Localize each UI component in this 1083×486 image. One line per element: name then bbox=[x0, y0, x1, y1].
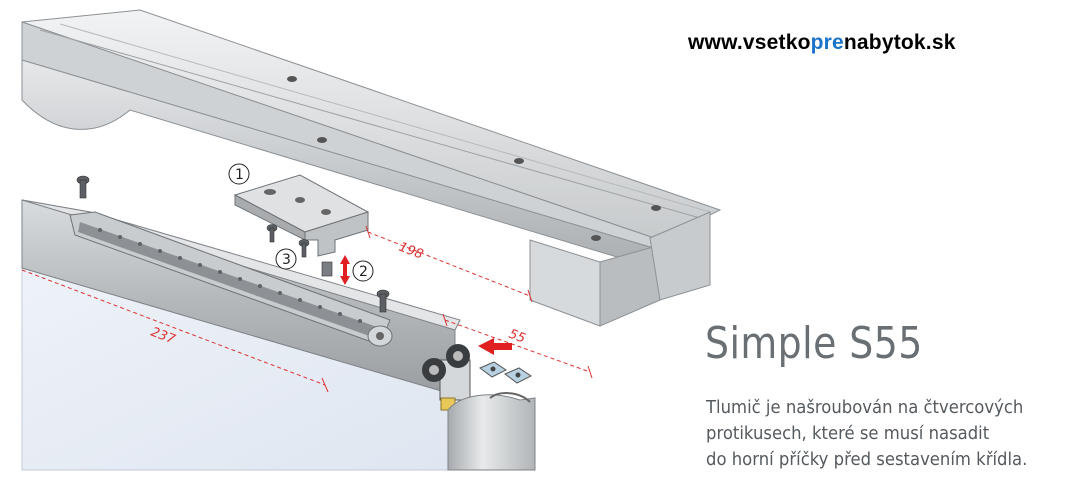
url-prefix: www.vsetko bbox=[688, 31, 811, 54]
description-line: Tlumič je našroubován na čtvercových bbox=[706, 398, 1024, 418]
dimension-198-label: 198 bbox=[397, 240, 426, 263]
svg-text:2: 2 bbox=[359, 264, 368, 280]
vertical-arrow-icon bbox=[340, 255, 350, 285]
description-line: protikusech, které se musí nasadit bbox=[706, 424, 990, 444]
screw-left-icon bbox=[76, 175, 90, 199]
insert-arrow-icon bbox=[478, 338, 512, 355]
step-marker-3: 3 bbox=[275, 248, 297, 270]
square-counterparts bbox=[479, 361, 532, 384]
dimension-198 bbox=[365, 225, 533, 303]
runner-wheels bbox=[422, 344, 471, 411]
svg-text:3: 3 bbox=[282, 252, 291, 268]
url-suffix: nabytok.sk bbox=[843, 31, 956, 54]
website-url[interactable]: www.vsetkoprenabytok.sk bbox=[688, 31, 956, 55]
screw-bracket-b-icon bbox=[298, 239, 310, 258]
dimension-237 bbox=[21, 269, 329, 393]
step-marker-2: 2 bbox=[352, 260, 374, 282]
screws bbox=[76, 175, 390, 313]
product-title: Simple S55 bbox=[705, 318, 923, 369]
soft-close-damper bbox=[69, 211, 393, 347]
top-track-rail bbox=[21, 9, 722, 327]
screw-damper-icon bbox=[376, 289, 390, 313]
dimension-55 bbox=[442, 313, 593, 379]
product-description: Tlumič je našroubován na čtvercových pro… bbox=[706, 395, 1027, 473]
square-nut-icon bbox=[321, 261, 333, 277]
step-marker-1: 1 bbox=[228, 163, 250, 185]
description-line: do horní příčky před sestavením křídla. bbox=[706, 450, 1028, 470]
url-accent: pre bbox=[810, 31, 844, 54]
mounting-bracket bbox=[233, 174, 370, 257]
screw-bracket-a-icon bbox=[266, 224, 278, 243]
dimension-55-label: 55 bbox=[507, 327, 528, 347]
door-vertical-post bbox=[447, 392, 536, 471]
svg-text:1: 1 bbox=[235, 167, 244, 183]
